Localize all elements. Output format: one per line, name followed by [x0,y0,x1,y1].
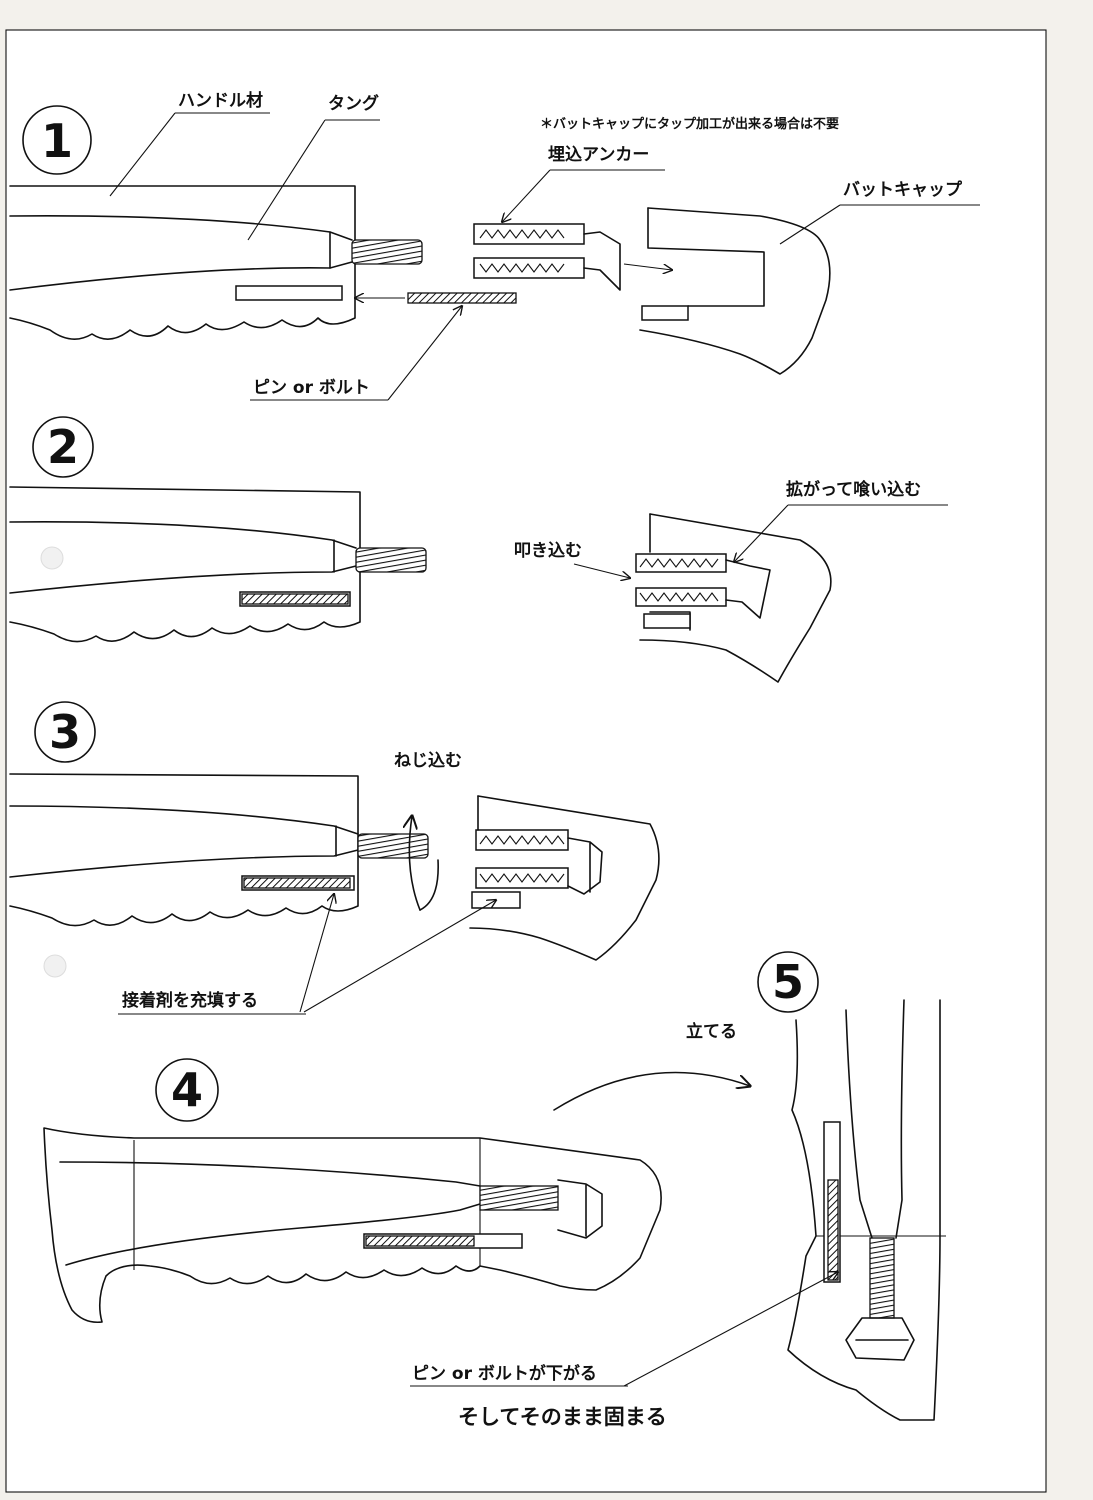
handle-material-2 [9,486,361,643]
label-butt-cap: バットキャップ [843,179,963,200]
pin-hole-1 [235,285,343,301]
label-handle-material: ハンドル材 [178,90,263,111]
label-sets-as-is: そしてそのまま固まる [458,1405,667,1429]
anchor-bottom-2 [635,587,727,607]
tang-thread-1 [351,239,423,265]
anchor-top-2 [635,553,727,573]
anchor-bottom-1 [473,257,585,279]
butt-cap-1 [639,207,831,375]
label-expand-bite: 拡がって喰い込む [786,479,921,500]
handle-material-1 [9,185,356,340]
butt-cap-pinhole-1 [641,305,689,321]
anchor-cone-1 [583,231,621,291]
step-2-number: 2 [47,420,79,474]
step-4-number: 4 [171,1063,203,1117]
punch-hole-top [40,546,64,570]
anchor-cone-5 [845,1317,915,1361]
label-tang: タング [328,93,379,114]
butt-cap-bore-1 [647,207,765,307]
tang-2 [9,521,357,594]
tang-thread-5 [869,1237,895,1319]
step-4-circle [155,1058,219,1122]
pin-4 [365,1235,475,1247]
punch-hole-bottom [43,954,67,978]
screw-arrow-back [409,816,421,911]
stand-up-arrow [553,1071,750,1111]
step-5-number: 5 [772,955,804,1009]
butt-cap-3 [469,795,660,961]
step-2: 2 拡がって喰い込む 叩き込む [9,416,948,683]
tang-3 [9,805,359,878]
tang-thread-2 [355,547,427,573]
step-5: 5 ピン or ボルトが下がる そしてそのまま固まる [410,951,946,1429]
anchor-cone-2 [725,559,771,619]
tang-1 [9,215,353,291]
label-stand-up: 立てる [686,1021,737,1042]
step-3: 3 ねじ込む 接着剤を充填する [9,701,660,1015]
pin-3 [243,877,351,889]
label-pin-drops: ピン or ボルトが下がる [412,1363,597,1384]
butt-cap-pinhole-2 [643,613,691,629]
anchor-top-1 [473,223,585,245]
tang-thread-3 [357,833,429,859]
anchor-cone-3 [567,837,603,895]
anchor-cone-4 [557,1179,603,1239]
butt-cap-2 [639,513,832,683]
label-screw-in: ねじ込む [394,751,462,771]
screw-arrow-front [419,859,439,911]
step-1-number: 1 [41,114,73,168]
step-1-circle [22,105,92,175]
step-5-circle [757,951,819,1013]
pin-1 [407,292,517,304]
handle-material-3 [9,773,359,927]
step-4: 4 立てる [43,1021,750,1324]
assembled-knife-handle [43,1127,662,1324]
step-3-circle [34,701,96,763]
label-fill-adhesive: 接着剤を充填する [122,990,258,1011]
tang-thread-4 [479,1185,559,1211]
sheet-frame [5,29,1047,1493]
step-3-number: 3 [49,705,81,759]
label-embedded-anchor: 埋込アンカー [548,145,649,165]
pin-5 [827,1179,839,1281]
vertical-handle-outline [787,999,941,1421]
anchor-bottom-3 [475,867,569,889]
label-hammer-in: 叩き込む [514,541,582,561]
label-note-tap: ＊バットキャップにタップ加工が出来る場合は不要 [540,116,839,132]
tang-5 [845,999,905,1239]
anchor-arrow-1 [623,263,672,270]
step-1: 1 ハンドル材 タング ＊バットキ [9,90,980,401]
hammer-arrow [573,563,630,578]
anchor-top-3 [475,829,569,851]
step-2-circle [32,416,94,478]
pin-2 [241,593,349,605]
tang-4 [59,1161,481,1266]
label-pin-or-bolt: ピン or ボルト [253,378,370,398]
